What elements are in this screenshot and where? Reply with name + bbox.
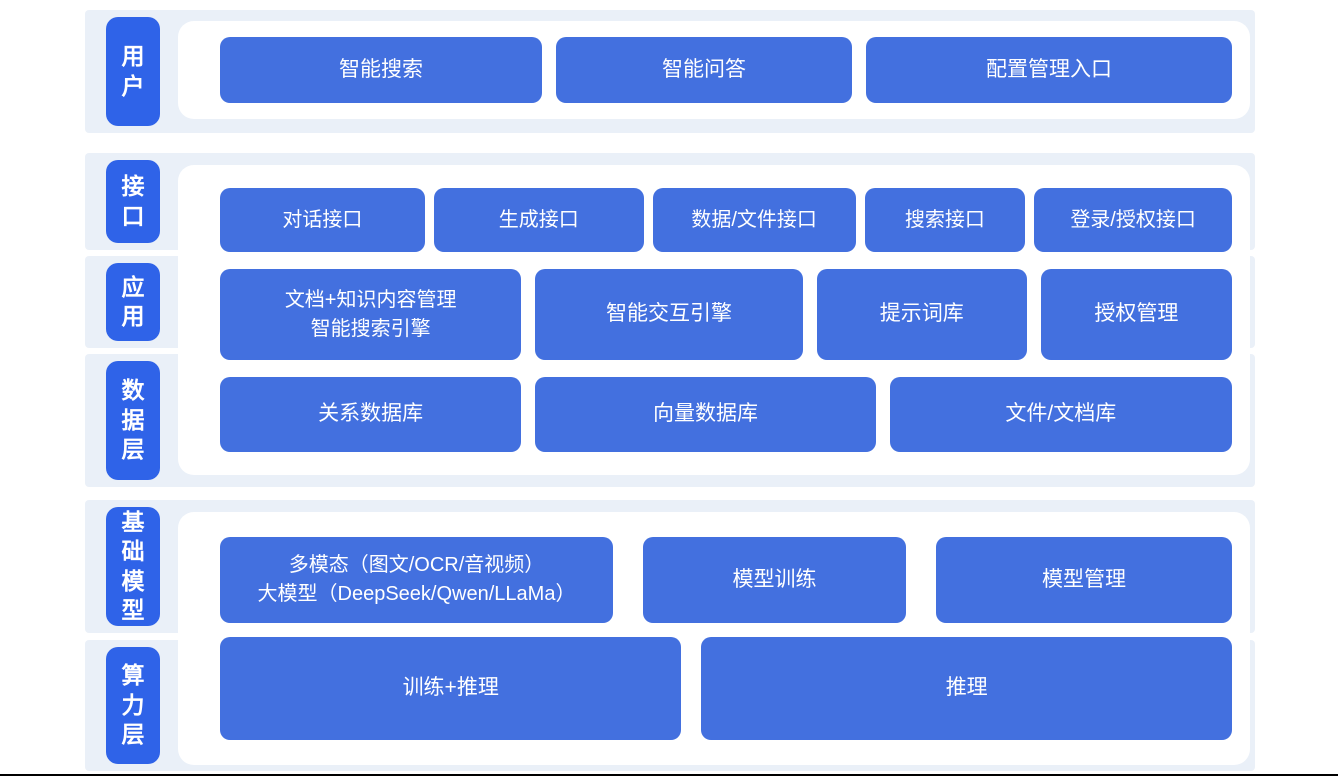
node-model-training: 模型训练	[643, 537, 906, 623]
layer-label-interface: 接口	[106, 160, 160, 243]
node-doc-knowledge-search-engine: 文档+知识内容管理 智能搜索引擎	[220, 269, 522, 360]
user-layer-row: 智能搜索 智能问答 配置管理入口	[220, 37, 1232, 103]
interface-row: 对话接口 生成接口 数据/文件接口 搜索接口 登录/授权接口	[220, 188, 1232, 252]
user-layer-panel: 智能搜索 智能问答 配置管理入口	[178, 21, 1250, 119]
layer-label-user: 用户	[106, 17, 160, 126]
node-data-file-api: 数据/文件接口	[652, 188, 856, 252]
base-model-compute-panel: 多模态（图文/OCR/音视频） 大模型（DeepSeek/Qwen/LLaMa）…	[178, 512, 1250, 765]
base-model-compute-group: 基础模型 算力层 多模态（图文/OCR/音视频） 大模型（DeepSeek/Qw…	[85, 500, 1255, 771]
layer-label-base-model: 基础模型	[106, 507, 160, 626]
node-interaction-engine: 智能交互引擎	[535, 269, 803, 360]
node-relational-db: 关系数据库	[220, 377, 522, 452]
node-generation-api: 生成接口	[433, 188, 644, 252]
layer-label-compute: 算力层	[106, 647, 160, 764]
node-dialog-api: 对话接口	[220, 188, 425, 252]
interface-application-data-panel: 对话接口 生成接口 数据/文件接口 搜索接口 登录/授权接口 文档+知识内容管理…	[178, 165, 1250, 475]
node-intelligent-qa: 智能问答	[556, 37, 852, 103]
node-config-management-entry: 配置管理入口	[866, 37, 1232, 103]
interface-application-data-group: 接口 应用 数据层 对话接口 生成接口 数据/文件接口 搜索接口 登录/授权接口…	[85, 153, 1255, 487]
node-model-management: 模型管理	[936, 537, 1232, 623]
base-model-row: 多模态（图文/OCR/音视频） 大模型（DeepSeek/Qwen/LLaMa）…	[220, 537, 1232, 623]
compute-row: 训练+推理 推理	[220, 637, 1232, 740]
node-login-auth-api: 登录/授权接口	[1034, 188, 1232, 252]
node-inference: 推理	[701, 637, 1232, 740]
node-intelligent-search: 智能搜索	[220, 37, 542, 103]
node-search-api: 搜索接口	[864, 188, 1026, 252]
user-layer-group: 用户 智能搜索 智能问答 配置管理入口	[85, 10, 1255, 133]
application-row: 文档+知识内容管理 智能搜索引擎 智能交互引擎 提示词库 授权管理	[220, 269, 1233, 360]
node-training-inference: 训练+推理	[220, 637, 682, 740]
data-row: 关系数据库 向量数据库 文件/文档库	[220, 377, 1232, 452]
node-multimodal-llm: 多模态（图文/OCR/音视频） 大模型（DeepSeek/Qwen/LLaMa）	[220, 537, 613, 623]
node-prompt-library: 提示词库	[816, 269, 1027, 360]
node-authorization-management: 授权管理	[1040, 269, 1233, 360]
layer-label-application: 应用	[106, 263, 160, 341]
layer-label-data: 数据层	[106, 361, 160, 480]
node-vector-db: 向量数据库	[535, 377, 876, 452]
bottom-border-line	[0, 774, 1338, 776]
node-file-doc-store: 文件/文档库	[889, 377, 1232, 452]
